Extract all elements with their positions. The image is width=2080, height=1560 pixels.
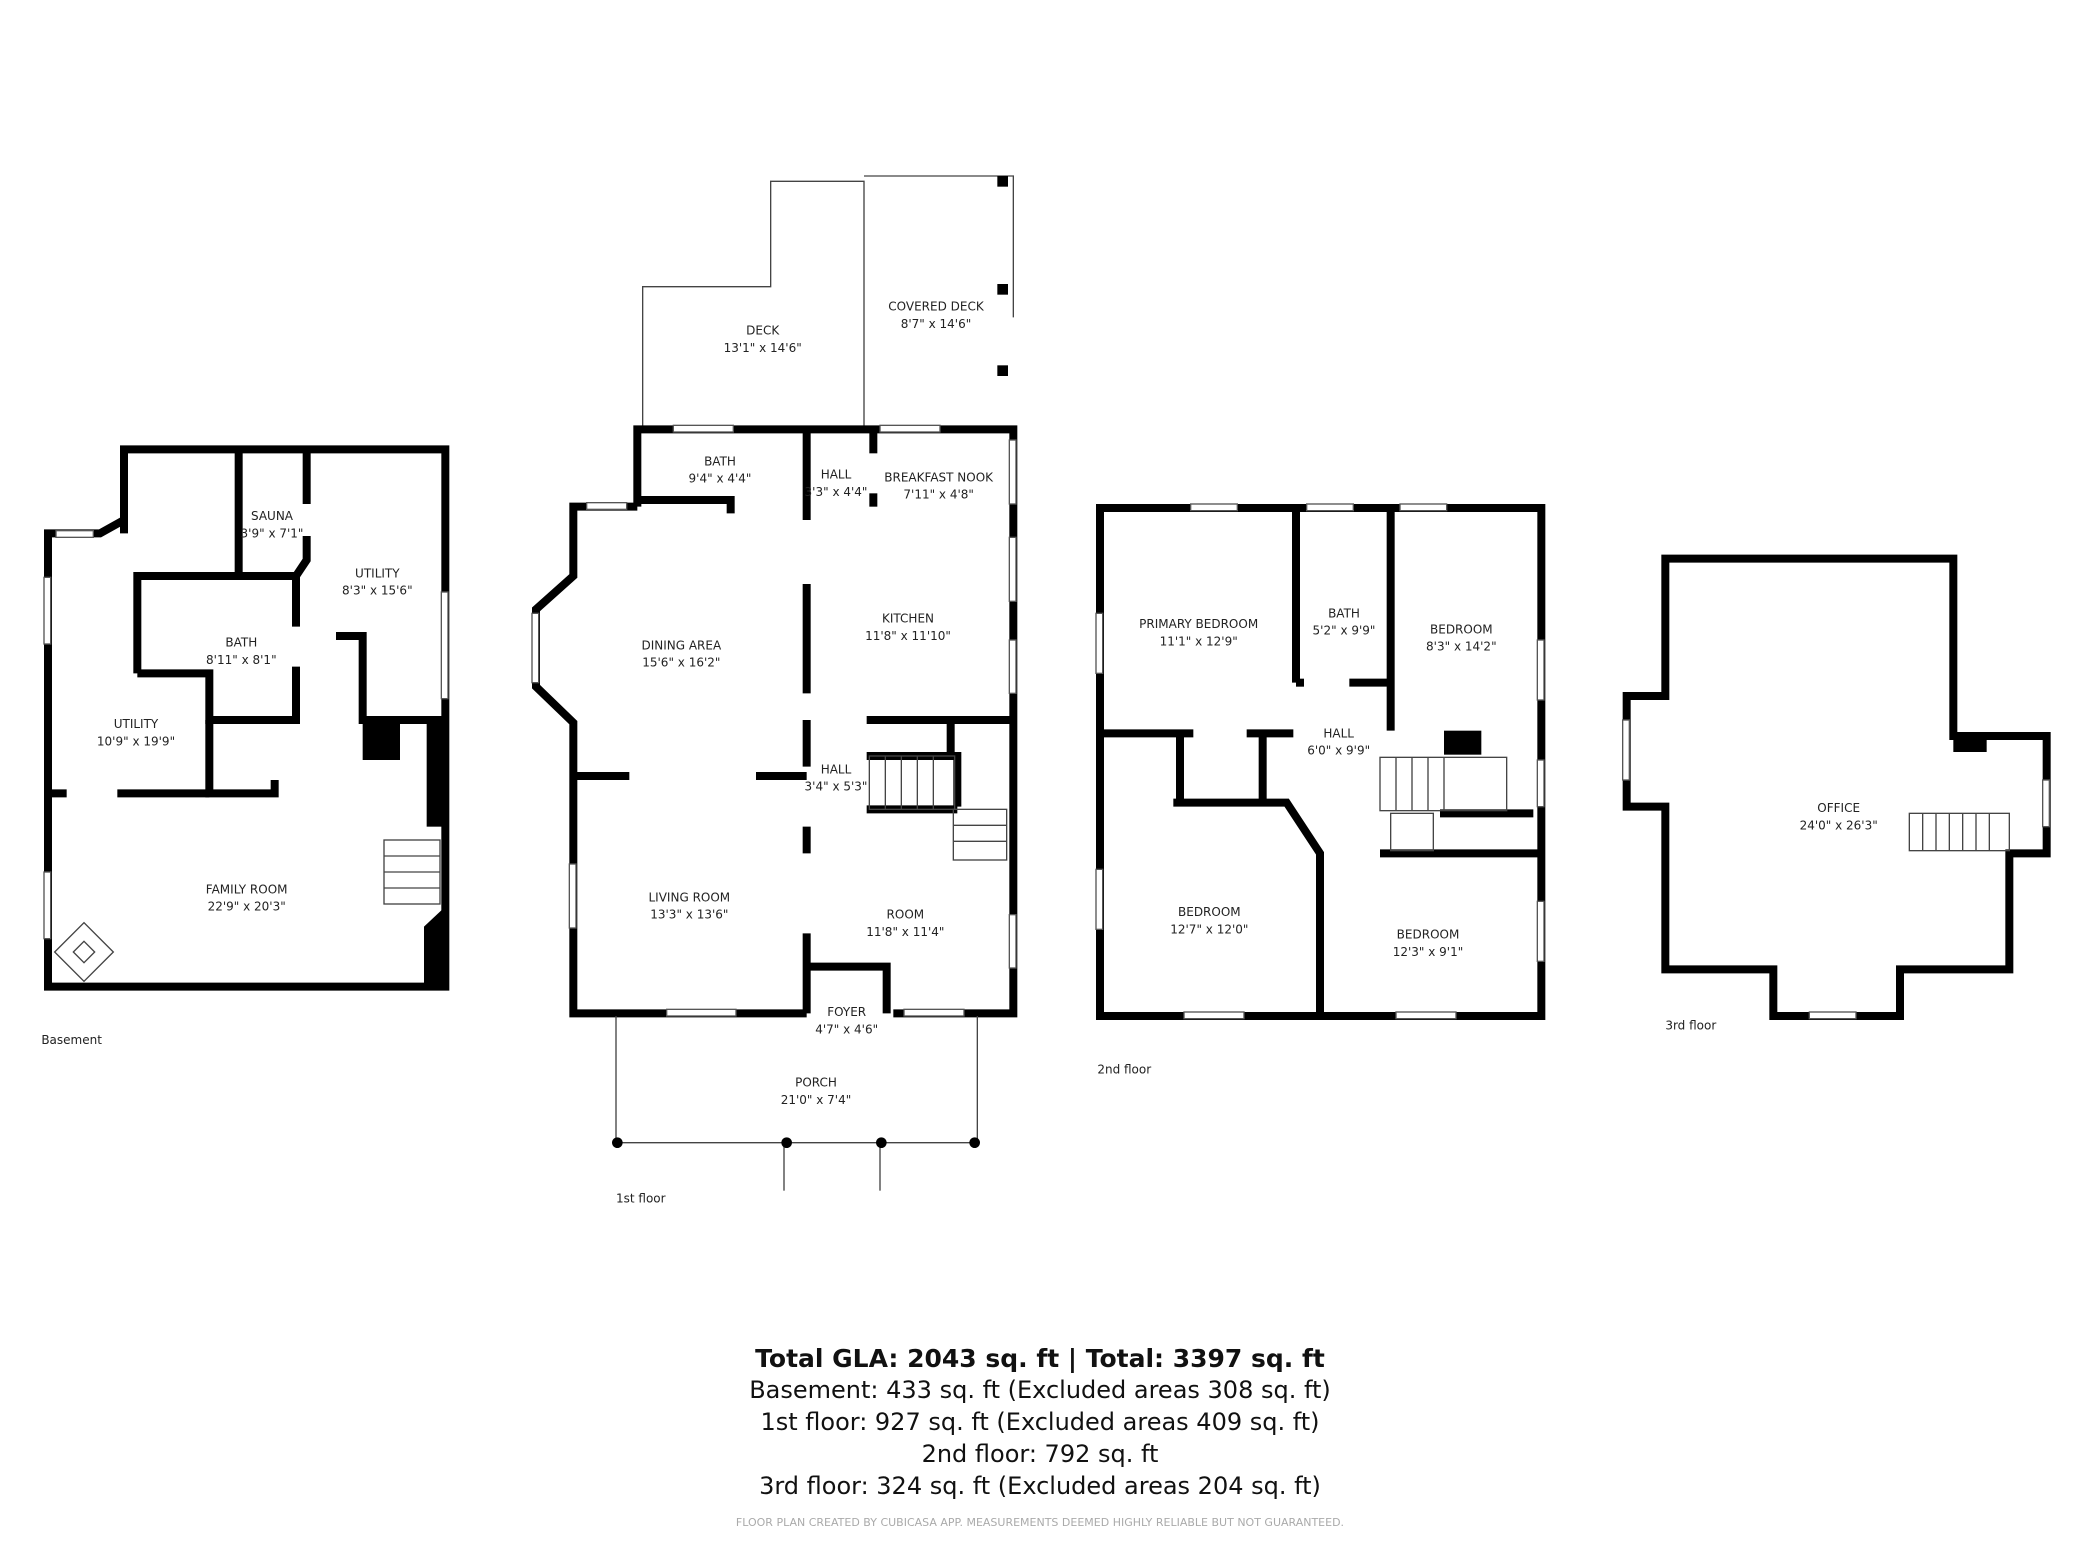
svg-text:BATH: BATH (1328, 606, 1360, 620)
room-family-room: FAMILY ROOM 22'9" x 20'3" (206, 882, 288, 913)
area-3rd-floor: 3rd floor: 324 sq. ft (Excluded areas 20… (759, 1472, 1321, 1500)
svg-text:PRIMARY BEDROOM: PRIMARY BEDROOM (1139, 617, 1258, 631)
svg-text:22'9" x 20'3": 22'9" x 20'3" (208, 900, 286, 914)
chimney (362, 720, 400, 760)
svg-text:UTILITY: UTILITY (114, 717, 159, 731)
svg-text:BATH: BATH (225, 636, 257, 650)
stairs (868, 755, 1008, 861)
area-basement: Basement: 433 sq. ft (Excluded areas 308… (749, 1376, 1331, 1404)
svg-text:12'3" x 9'1": 12'3" x 9'1" (1393, 945, 1464, 959)
total-area: Total GLA: 2043 sq. ft | Total: 3397 sq.… (755, 1344, 1325, 1373)
area-1st-floor: 1st floor: 927 sq. ft (Excluded areas 40… (760, 1408, 1320, 1436)
room-sauna: SAUNA 3'9" x 7'1" (241, 509, 304, 540)
room-utility-1: UTILITY 8'3" x 15'6" (342, 566, 413, 597)
stairs (383, 839, 441, 905)
room-office: OFFICE 24'0" x 26'3" (1800, 801, 1878, 832)
svg-text:11'8" x 11'10": 11'8" x 11'10" (865, 629, 951, 643)
svg-text:3'3" x 4'4": 3'3" x 4'4" (805, 485, 868, 499)
room-hall-upper: HALL 3'3" x 4'4" (805, 468, 868, 499)
svg-text:6'0" x 9'9": 6'0" x 9'9" (1307, 744, 1370, 758)
stairs (1379, 756, 1508, 852)
second-floor-plan: PRIMARY BEDROOM 11'1" x 12'9" BATH 5'2" x … (1095, 503, 1546, 1076)
floor-label-3rd: 3rd floor (1665, 1018, 1716, 1032)
svg-text:BREAKFAST NOOK: BREAKFAST NOOK (884, 470, 994, 484)
room-porch: PORCH 21'0" x 7'4" (781, 1076, 852, 1107)
room-bath: BATH 8'11" x 8'1" (206, 636, 277, 667)
svg-text:FAMILY ROOM: FAMILY ROOM (206, 882, 288, 896)
room-living-room: LIVING ROOM 13'3" x 13'6" (649, 890, 731, 921)
svg-text:8'11" x 8'1": 8'11" x 8'1" (206, 653, 277, 667)
svg-text:BATH: BATH (704, 454, 736, 468)
svg-text:OFFICE: OFFICE (1817, 801, 1860, 815)
room-dining-area: DINING AREA 15'6" x 16'2" (641, 638, 722, 669)
basement-plan: SAUNA 3'9" x 7'1" UTILITY 8'3" x 15'6" BAT… (41, 445, 450, 1047)
room-utility-2: UTILITY 10'9" x 19'9" (97, 717, 175, 748)
room-covered-deck: COVERED DECK 8'7" x 14'6" (888, 300, 985, 331)
room-primary-bedroom: PRIMARY BEDROOM 11'1" x 12'9" (1139, 617, 1258, 648)
svg-text:8'7" x 14'6": 8'7" x 14'6" (901, 317, 972, 331)
room-bath: BATH 5'2" x 9'9" (1313, 606, 1376, 637)
svg-text:11'8" x 11'4": 11'8" x 11'4" (866, 925, 944, 939)
svg-text:13'1" x 14'6": 13'1" x 14'6" (724, 341, 802, 355)
svg-text:5'2" x 9'9": 5'2" x 9'9" (1313, 624, 1376, 638)
svg-text:HALL: HALL (1323, 726, 1354, 740)
svg-text:BEDROOM: BEDROOM (1178, 905, 1241, 919)
fireplace-icon (53, 921, 115, 983)
svg-text:10'9" x 19'9": 10'9" x 19'9" (97, 734, 175, 748)
svg-text:8'3" x 15'6": 8'3" x 15'6" (342, 584, 413, 598)
svg-text:12'7" x 12'0": 12'7" x 12'0" (1170, 922, 1248, 936)
svg-text:LIVING ROOM: LIVING ROOM (649, 890, 731, 904)
svg-text:4'7" x 4'6": 4'7" x 4'6" (815, 1022, 878, 1036)
area-2nd-floor: 2nd floor: 792 sq. ft (921, 1440, 1159, 1468)
room-foyer: FOYER 4'7" x 4'6" (815, 1005, 878, 1036)
floor-label-2nd: 2nd floor (1097, 1062, 1151, 1076)
svg-text:DINING AREA: DINING AREA (641, 638, 722, 652)
room-bedroom-3: BEDROOM 12'3" x 9'1" (1393, 928, 1464, 959)
first-floor-plan: DECK 13'1" x 14'6" COVERED DECK 8'7" x 14'… (531, 175, 1018, 1206)
svg-text:KITCHEN: KITCHEN (882, 612, 934, 626)
room-room: ROOM 11'8" x 11'4" (866, 908, 944, 939)
room-bedroom-2: BEDROOM 12'7" x 12'0" (1170, 905, 1248, 936)
svg-text:HALL: HALL (821, 468, 852, 482)
disclaimer: FLOOR PLAN CREATED BY CUBICASA APP. MEAS… (735, 1516, 1345, 1529)
room-deck: DECK 13'1" x 14'6" (724, 324, 802, 355)
svg-text:DECK: DECK (746, 324, 780, 338)
svg-text:ROOM: ROOM (887, 908, 925, 922)
svg-text:SAUNA: SAUNA (251, 509, 294, 523)
room-bath: BATH 9'4" x 4'4" (689, 454, 752, 485)
svg-text:BEDROOM: BEDROOM (1430, 622, 1493, 636)
svg-text:FOYER: FOYER (827, 1005, 866, 1019)
svg-text:3'4" x 5'3": 3'4" x 5'3" (805, 780, 868, 794)
floor-label-basement: Basement (41, 1033, 102, 1047)
stairs (1908, 812, 2010, 852)
room-breakfast-nook: BREAKFAST NOOK 7'11" x 4'8" (884, 470, 994, 501)
svg-text:3'9" x 7'1": 3'9" x 7'1" (241, 526, 304, 540)
floor-label-1st: 1st floor (616, 1192, 666, 1206)
svg-text:HALL: HALL (821, 762, 852, 776)
svg-text:BEDROOM: BEDROOM (1397, 928, 1460, 942)
svg-text:COVERED DECK: COVERED DECK (888, 300, 985, 314)
svg-text:24'0" x 26'3": 24'0" x 26'3" (1800, 818, 1878, 832)
third-floor-plan: OFFICE 24'0" x 26'3" 3rd floor (1622, 554, 2051, 1032)
svg-text:15'6" x 16'2": 15'6" x 16'2" (642, 656, 720, 670)
svg-text:21'0" x 7'4": 21'0" x 7'4" (781, 1093, 852, 1107)
room-hall-lower: HALL 3'4" x 5'3" (805, 762, 868, 793)
svg-text:11'1" x 12'9": 11'1" x 12'9" (1160, 634, 1238, 648)
svg-text:7'11" x 4'8": 7'11" x 4'8" (903, 488, 974, 502)
svg-text:9'4" x 4'4": 9'4" x 4'4" (689, 472, 752, 486)
room-bedroom-1: BEDROOM 8'3" x 14'2" (1426, 622, 1497, 653)
svg-text:UTILITY: UTILITY (355, 566, 400, 580)
svg-text:8'3" x 14'2": 8'3" x 14'2" (1426, 640, 1497, 654)
svg-text:13'3" x 13'6": 13'3" x 13'6" (650, 908, 728, 922)
room-kitchen: KITCHEN 11'8" x 11'10" (865, 612, 951, 643)
svg-text:PORCH: PORCH (795, 1076, 837, 1090)
room-hall: HALL 6'0" x 9'9" (1307, 726, 1370, 757)
